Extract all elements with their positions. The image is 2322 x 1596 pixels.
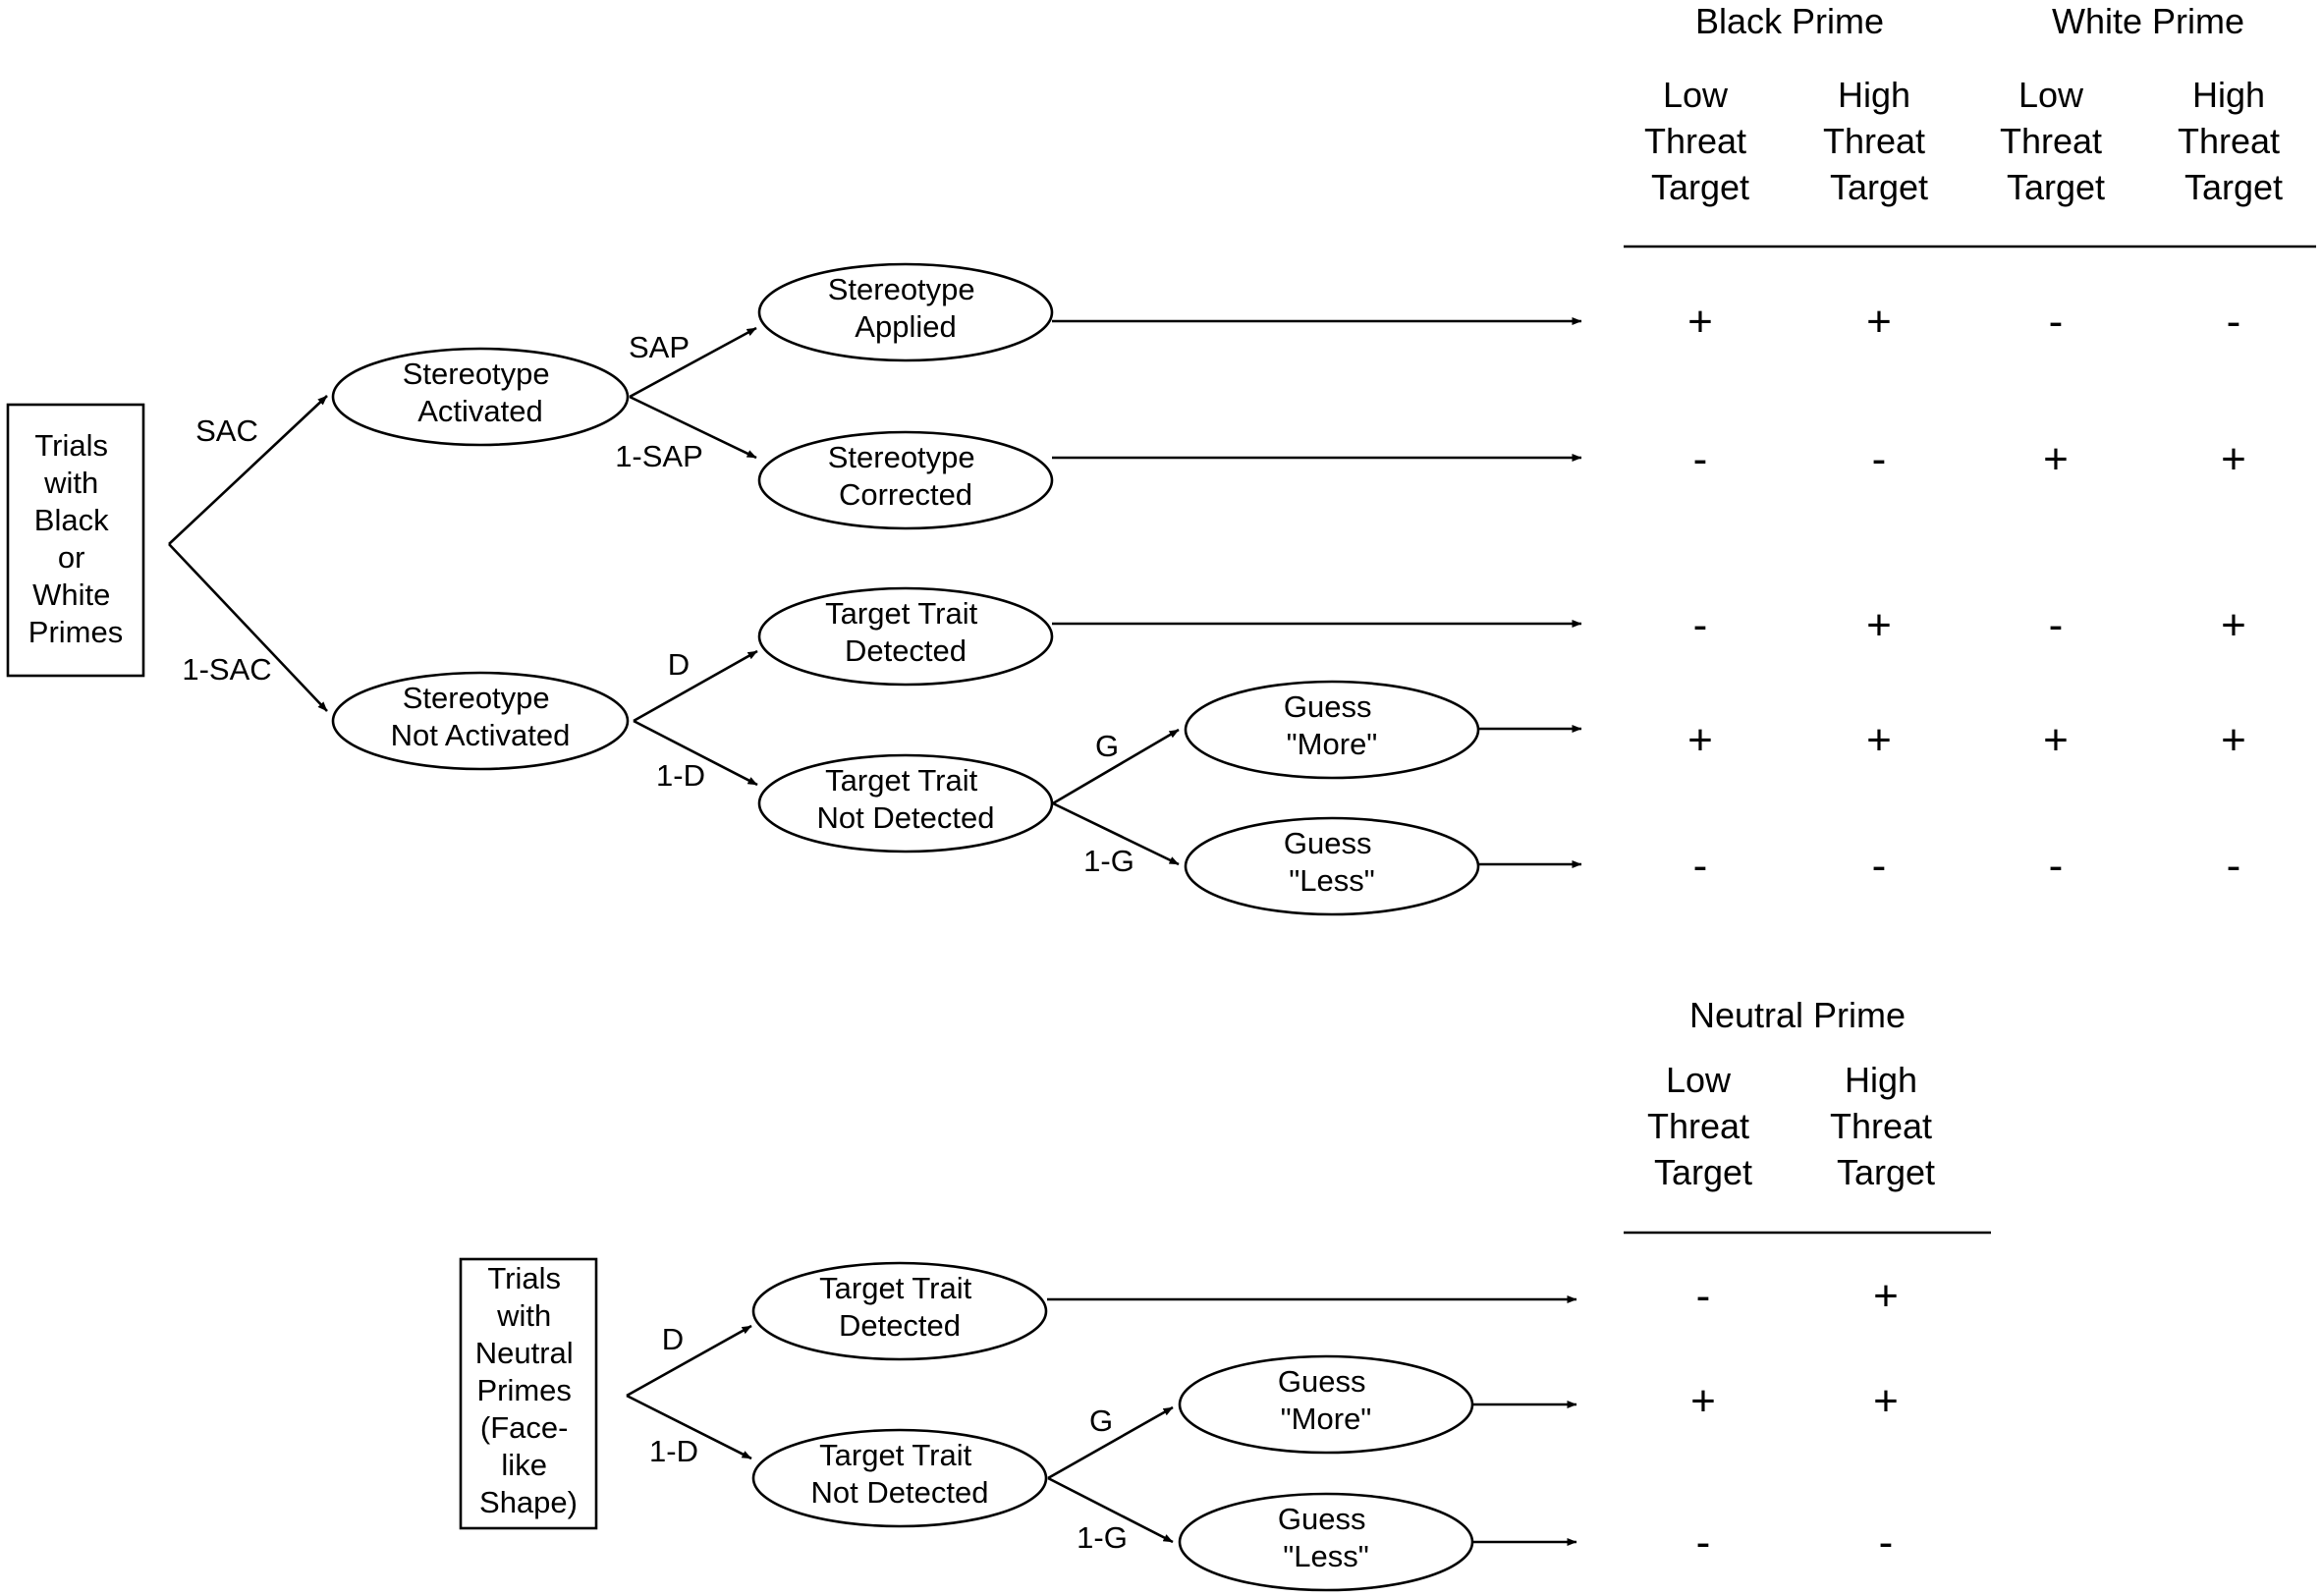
node-guess-less-neutral (1178, 1492, 1474, 1592)
group-header-white-prime: White Prime (2052, 1, 2244, 41)
edge-not-d-neutral (626, 1394, 752, 1460)
node-stereotype-applied (757, 262, 1054, 362)
cell-sign: - (1693, 435, 1708, 483)
node-target-trait-detected (757, 586, 1054, 687)
node-target-trait-not-detected-neutral-label: Target Trait Not Detected (811, 1438, 989, 1510)
root-box-neutral-label: Trials with Neutral Primes (Face- like S… (475, 1261, 582, 1519)
cell-sign: - (1696, 1272, 1711, 1320)
node-stereotype-activated-label: Stereotype Activated (403, 357, 559, 428)
cell-sign: - (1696, 1518, 1711, 1567)
node-guess-less-label: Guess "Less" (1284, 826, 1380, 898)
column-header-white-low-threat: Low Threat Target (2000, 75, 2112, 207)
column-header-neutral-high-threat: High Threat Target (1830, 1060, 1942, 1192)
column-header-neutral-low-threat: Low Threat Target (1647, 1060, 1759, 1192)
edge-not-sap (629, 395, 757, 460)
cell-sign: + (1687, 716, 1713, 764)
column-header-white-high-threat: High Threat Target (2178, 75, 2290, 207)
node-stereotype-activated (331, 347, 630, 447)
label-g: G (1095, 729, 1119, 763)
label-g-neutral: G (1089, 1403, 1113, 1438)
root-box-neutral-primes (459, 1257, 598, 1530)
edge-d-neutral (626, 1324, 752, 1398)
root-box-black-white-primes (6, 403, 145, 678)
top-outcome-table: Black Prime White Prime Low Threat Targe… (1624, 1, 2316, 890)
cell-sign: - (1872, 842, 1887, 890)
bottom-tree: Trials with Neutral Primes (Face- like S… (459, 1257, 1577, 1592)
edge-not-g (1052, 801, 1180, 866)
cell-sign: - (2049, 298, 2064, 346)
cell-sign: + (1866, 601, 1892, 649)
root-box-label: Trials with Black or White Primes (28, 428, 123, 649)
cell-sign: + (2043, 716, 2069, 764)
node-guess-more-label: Guess "More" (1284, 689, 1380, 761)
edge-not-sac (168, 543, 328, 712)
node-guess-more-neutral-label: Guess "More" (1278, 1364, 1374, 1436)
label-not-d-neutral: 1-D (649, 1434, 698, 1468)
node-guess-more-neutral (1178, 1354, 1474, 1455)
cell-sign: + (1873, 1377, 1899, 1425)
cell-sign: + (2221, 435, 2246, 483)
cell-sign: + (2221, 716, 2246, 764)
cell-sign: + (1873, 1272, 1899, 1320)
node-stereotype-applied-label: Stereotype Applied (828, 272, 984, 344)
label-not-g: 1-G (1083, 844, 1134, 878)
bottom-outcome-table: Neutral Prime Low Threat Target High Thr… (1624, 995, 1991, 1567)
cell-sign: + (2043, 435, 2069, 483)
label-not-sac: 1-SAC (182, 652, 271, 687)
node-stereotype-not-activated (331, 671, 630, 771)
node-guess-less (1184, 816, 1480, 916)
cell-sign: + (1866, 716, 1892, 764)
column-header-black-low-threat: Low Threat Target (1644, 75, 1756, 207)
edge-sac (168, 395, 328, 545)
node-target-trait-not-detected-label: Target Trait Not Detected (817, 763, 995, 835)
node-target-trait-not-detected (757, 753, 1054, 853)
cell-sign: - (2049, 601, 2064, 649)
node-stereotype-corrected (757, 430, 1054, 530)
edge-not-g-neutral (1047, 1476, 1174, 1544)
column-header-black-high-threat: High Threat Target (1823, 75, 1935, 207)
edge-sap (629, 326, 757, 399)
cell-sign: + (2221, 601, 2246, 649)
label-d: D (668, 647, 690, 682)
cell-sign: - (1693, 842, 1708, 890)
cell-sign: - (1693, 601, 1708, 649)
node-target-trait-not-detected-neutral (751, 1428, 1048, 1528)
group-header-neutral-prime: Neutral Prime (1689, 995, 1906, 1035)
label-not-d: 1-D (656, 758, 705, 793)
cell-sign: - (1872, 435, 1887, 483)
node-target-trait-detected-neutral (751, 1261, 1048, 1361)
edge-d (633, 649, 758, 723)
cell-sign: - (2227, 298, 2241, 346)
cell-sign: - (1879, 1518, 1894, 1567)
node-stereotype-corrected-label: Stereotype Corrected (828, 440, 984, 512)
cell-sign: + (1690, 1377, 1716, 1425)
node-target-trait-detected-neutral-label: Target Trait Detected (819, 1271, 980, 1343)
top-tree: Trials with Black or White Primes Stereo… (6, 262, 1582, 916)
edge-g (1052, 728, 1180, 805)
label-not-g-neutral: 1-G (1077, 1520, 1128, 1555)
cell-sign: + (1687, 298, 1713, 346)
label-sac: SAC (195, 413, 258, 448)
node-stereotype-not-activated-label: Stereotype Not Activated (391, 681, 571, 752)
label-sap: SAP (629, 330, 690, 364)
label-d-neutral: D (662, 1322, 684, 1356)
node-guess-less-neutral-label: Guess "Less" (1278, 1502, 1374, 1573)
label-not-sap: 1-SAP (615, 439, 703, 473)
cell-sign: - (2049, 842, 2064, 890)
cell-sign: - (2227, 842, 2241, 890)
node-guess-more (1184, 680, 1480, 780)
node-target-trait-detected-label: Target Trait Detected (825, 596, 986, 668)
group-header-black-prime: Black Prime (1695, 1, 1884, 41)
cell-sign: + (1866, 298, 1892, 346)
edge-g-neutral (1047, 1405, 1174, 1480)
edge-not-d (633, 719, 758, 787)
